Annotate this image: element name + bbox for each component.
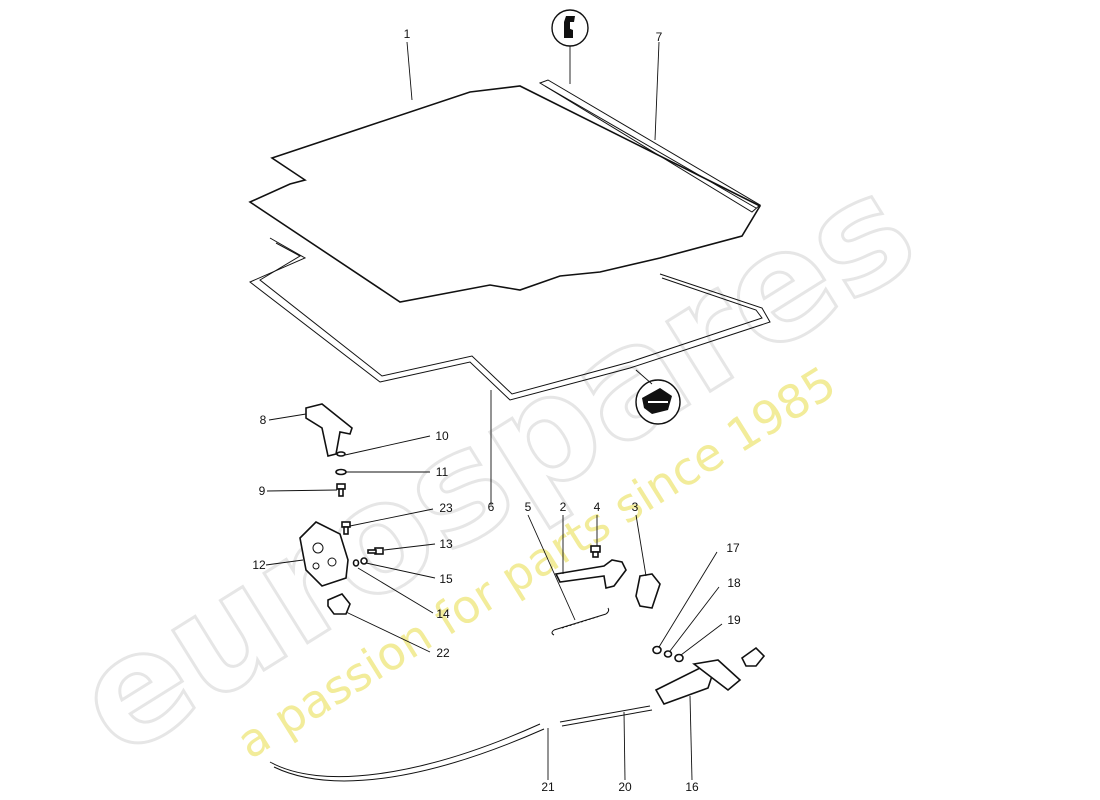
- part-11-washer[interactable]: [335, 468, 347, 476]
- part-16-release-handle[interactable]: [654, 646, 766, 705]
- part-3-lever-plate[interactable]: [635, 573, 661, 609]
- part-23-bolt[interactable]: [341, 521, 351, 535]
- part-4-bolt[interactable]: [590, 545, 601, 558]
- callout-17: 17: [726, 541, 740, 555]
- part-13-screw[interactable]: [367, 547, 384, 555]
- seal-profile-detail-icon: [551, 9, 589, 47]
- callout-8: 8: [260, 413, 267, 427]
- callout-labels: 1 7 8 10 11 9 23 6 5 2 4 3 13 17 12 15 1…: [252, 27, 741, 794]
- part-9-bolt[interactable]: [336, 483, 346, 497]
- part-10-washer[interactable]: [336, 451, 346, 457]
- part-17-nut[interactable]: [652, 645, 662, 655]
- callout-14: 14: [436, 607, 450, 621]
- part-22-clip[interactable]: [327, 593, 351, 615]
- part-20-cable-sleeve[interactable]: [559, 705, 653, 727]
- part-5-spring[interactable]: [551, 607, 610, 636]
- callout-11: 11: [436, 465, 449, 479]
- part-7-trim-strip[interactable]: [538, 79, 761, 213]
- callout-13: 13: [439, 537, 453, 551]
- callout-23: 23: [439, 501, 453, 515]
- part-19-washer[interactable]: [674, 653, 684, 663]
- part-21-cable[interactable]: [269, 723, 545, 782]
- callout-2: 2: [560, 500, 567, 514]
- callout-18: 18: [727, 576, 741, 590]
- callout-9: 9: [259, 484, 266, 498]
- callout-6: 6: [488, 500, 495, 514]
- part-18-washer[interactable]: [663, 650, 673, 658]
- part-8-bracket[interactable]: [305, 403, 353, 457]
- part-1-lid-panel[interactable]: [248, 85, 762, 303]
- callout-12: 12: [252, 558, 266, 572]
- callout-1: 1: [404, 27, 411, 41]
- part-2-lever-bracket[interactable]: [554, 559, 627, 589]
- callout-20: 20: [618, 780, 632, 794]
- part-14-washer[interactable]: [352, 559, 360, 567]
- seal-section-detail-icon: [635, 379, 681, 425]
- callout-21: 21: [541, 780, 555, 794]
- part-12-lock[interactable]: [299, 521, 349, 587]
- callout-3: 3: [632, 500, 639, 514]
- callout-16: 16: [685, 780, 699, 794]
- callout-5: 5: [525, 500, 532, 514]
- callout-19: 19: [727, 613, 741, 627]
- leader-lines: [265, 41, 723, 781]
- part-6-seal[interactable]: [249, 237, 771, 401]
- callout-22: 22: [436, 646, 450, 660]
- callout-4: 4: [594, 500, 601, 514]
- part-15-washer[interactable]: [360, 557, 368, 565]
- callout-7: 7: [656, 30, 663, 44]
- callout-10: 10: [435, 429, 449, 443]
- callout-15: 15: [439, 572, 453, 586]
